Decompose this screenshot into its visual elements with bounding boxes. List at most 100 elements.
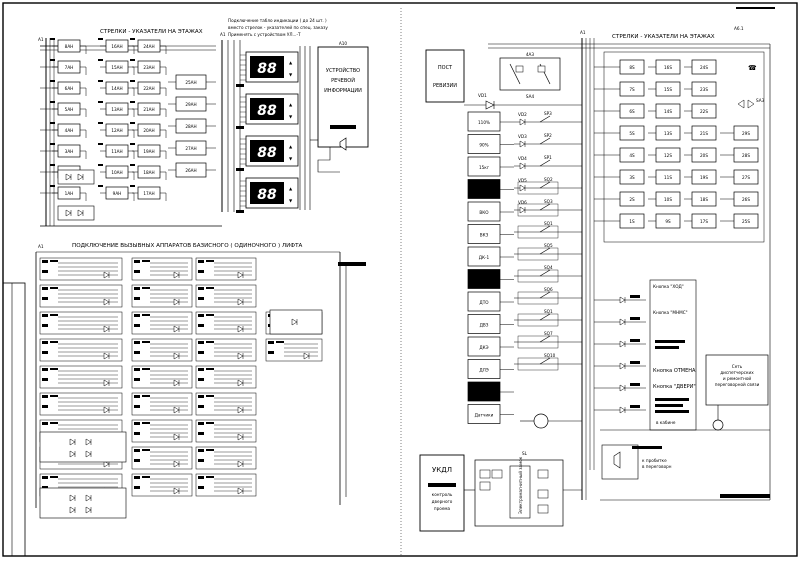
- reverse-note-1: Датч.: [477, 389, 489, 394]
- floor-sensor-label: 9S: [665, 219, 671, 224]
- sensor-label: ДЛЭ: [479, 368, 488, 373]
- switch-label: SQ1: [544, 221, 553, 226]
- arrow-up-icon: ▲: [289, 186, 293, 191]
- sensor-cell: [467, 381, 501, 402]
- sensor-cell: [467, 359, 501, 379]
- bell-icon: [712, 419, 724, 431]
- network-note-3: и ремонтной: [723, 376, 751, 381]
- vd-label: VD6: [518, 200, 527, 205]
- display-bus-label: А1: [220, 32, 226, 37]
- sensor-cell: [467, 246, 501, 267]
- sensor-label: 90%: [479, 143, 488, 148]
- call-apparatus-cell: [131, 446, 193, 470]
- ukdl-note-2: дверного: [432, 499, 453, 504]
- floor-sensor-label: 22S: [700, 109, 708, 114]
- call-apparatus-cell: [195, 365, 257, 389]
- sensor-label: Датчики: [475, 413, 494, 418]
- sensor-label: 15кг: [479, 165, 489, 170]
- floor-indicator-label: 16АН: [111, 44, 122, 49]
- floor-indicator-label: 14АН: [111, 86, 122, 91]
- floor-indicator-label: 25АН: [185, 80, 196, 85]
- call-apparatus-cell: [131, 338, 193, 362]
- sensor-cell: [467, 314, 501, 334]
- switch-label: SQ1: [544, 309, 553, 314]
- call-apparatus-cell: [39, 257, 123, 281]
- call-apparatus-cell: [195, 446, 257, 470]
- inspection-post-label-2: РЕВИЗИИ: [433, 83, 457, 89]
- floor-sensor-label: 20S: [700, 153, 708, 158]
- floor-indicator-label: 26АН: [185, 168, 196, 173]
- floor-sensor-label: 18S: [700, 197, 708, 202]
- em-lock-box: [474, 459, 564, 527]
- sa3-label: SA3: [756, 98, 765, 103]
- floor-indicators-title: СТРЕЛКИ - УКАЗАТЕЛИ НА ЭТАЖАХ: [100, 29, 203, 35]
- floor-sensor-label: 6S: [629, 109, 635, 114]
- phone-icon: ☎: [748, 64, 757, 72]
- network-note-1: Сеть: [732, 364, 743, 369]
- em-lock-label: Электромагнитный замок: [518, 456, 523, 514]
- floor-sensor-label: 27S: [742, 175, 750, 180]
- call-apparatus-cell: [265, 338, 323, 362]
- call-apparatus-cell: [131, 365, 193, 389]
- floor-indicators-panel: СТРЕЛКИ - УКАЗАТЕЛИ НА ЭТАЖАХ А1 8АН7АН6…: [38, 29, 222, 227]
- sensor-cell: [467, 134, 501, 154]
- call-apparatus-cell: [39, 338, 123, 362]
- right-indicators-id: А6.1: [734, 26, 744, 31]
- right-bus-label: А1: [580, 30, 586, 35]
- floor-indicator-label: 5АН: [65, 107, 74, 112]
- sensor-label: ВКО: [479, 210, 489, 215]
- floor-indicator-label: 1АН: [65, 191, 74, 196]
- seven-segment-digits: 88: [257, 103, 277, 119]
- call-apparatus-cell: [195, 473, 257, 497]
- floor-sensor-label: 12S: [664, 153, 672, 158]
- call-apparatus-cell: [195, 338, 257, 362]
- arrow-up-icon: ▲: [289, 102, 293, 107]
- call-apparatus-cell: [195, 257, 257, 281]
- display-panel: Подключение табло индикации ( до 24 шт. …: [220, 18, 369, 213]
- call-apparatus-cell: [131, 311, 193, 335]
- vd-label: VD5: [518, 178, 527, 183]
- left-margin-stamp: [2, 282, 26, 557]
- call-apparatus-cell: [39, 392, 123, 416]
- sensor-cell: [467, 224, 501, 244]
- floor-indicator-label: 4АН: [65, 128, 74, 133]
- ukdl-note-3: проема: [434, 506, 451, 511]
- seven-segment-digits: 88: [257, 145, 277, 161]
- display-note-3: Применять с устройством УЛ...-Т: [228, 32, 301, 37]
- switch-label: SQ5: [544, 243, 553, 248]
- inspection-post-box: [425, 49, 465, 103]
- display-note-2: вместо стрелок - указателей по спец. зак…: [228, 25, 328, 30]
- floor-indicator-label: 28АН: [185, 124, 196, 129]
- floor-sensor-label: 3S: [629, 175, 635, 180]
- vd-label: VD4: [518, 156, 527, 161]
- floor-sensor-label: 10S: [664, 197, 672, 202]
- call-apparatus-cell: [195, 419, 257, 443]
- display-note-1: Подключение табло индикации ( до 24 шт. …: [228, 18, 327, 23]
- ukdl-title: УКДЛ: [432, 466, 452, 474]
- floor-sensor-label: 26S: [742, 197, 750, 202]
- switch-label: SQ2: [544, 177, 553, 182]
- call-apparatus-cell: [195, 392, 257, 416]
- call-apparatus-cell: [39, 365, 123, 389]
- call-apparatus-panel: А1 ПОДКЛЮЧЕНИЕ ВЫЗЫВНЫХ АППАРАТОВ БАЗИСН…: [35, 243, 366, 519]
- speech-device-label-3: ИНФОРМАЦИИ: [324, 88, 362, 94]
- speaker-icon-bottom: [613, 451, 621, 469]
- sa-label-2: SA4: [526, 94, 535, 99]
- floor-sensor-label: 21S: [700, 131, 708, 136]
- switch-label: SQ6: [544, 287, 553, 292]
- floor-indicator-label: 8АН: [65, 44, 74, 49]
- sensor-label: ДТО: [479, 300, 489, 305]
- floor-indicator-label: 6АН: [65, 86, 74, 91]
- dispatcher-network-box: [705, 354, 769, 406]
- controller-panel: ПОСТ РЕВИЗИИ А1 4А3 SA4 VD1 110%90%15кгВ…: [425, 26, 771, 501]
- seven-segment-screen: [250, 182, 284, 204]
- floor-indicator-label: 24АН: [143, 44, 154, 49]
- arrow-down-icon: ▼: [289, 156, 293, 161]
- floor-sensor-label: 1S: [629, 219, 635, 224]
- sensor-cell: [467, 179, 501, 199]
- seven-segment-screen: [250, 56, 284, 78]
- switch-label: SP1: [544, 155, 552, 160]
- button-note-go: Кнопка "ХОД": [653, 284, 684, 289]
- switch-label: SQ4: [544, 265, 553, 270]
- sl-label: SL: [522, 451, 528, 456]
